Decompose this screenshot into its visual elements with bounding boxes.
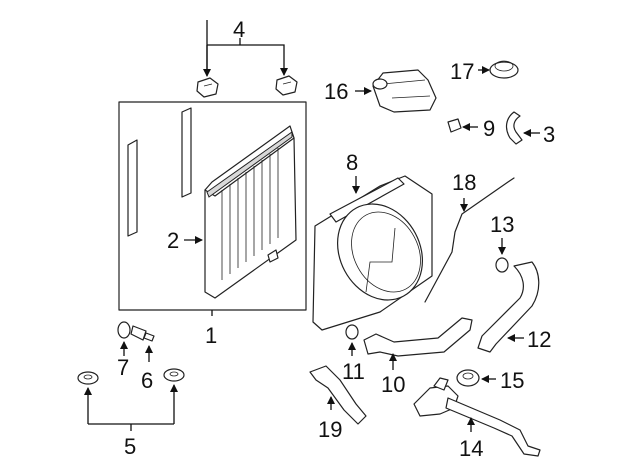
callout-4: 4: [233, 17, 245, 42]
part-7-o-ring: [117, 321, 131, 356]
callout-2: 2: [167, 228, 179, 253]
part-16-coolant-reservoir: [355, 69, 437, 113]
part-18-overflow-tube: [424, 177, 515, 303]
callout-3: 3: [543, 122, 555, 147]
part-13-clamp: [495, 238, 509, 273]
callout-1: 1: [205, 323, 217, 348]
part-6-bolt: [130, 325, 155, 362]
part-1-radiator: [118, 101, 307, 316]
callout-8: 8: [346, 150, 358, 175]
callout-11: 11: [342, 359, 365, 384]
part-19-bypass-hose: [309, 365, 367, 425]
part-15-thermostat: [456, 369, 496, 387]
callout-6: 6: [141, 368, 153, 393]
callout-18: 18: [452, 170, 476, 195]
callout-14: 14: [459, 436, 483, 461]
callout-10: 10: [381, 372, 405, 397]
part-3-hose: [505, 111, 540, 145]
callout-5: 5: [124, 434, 136, 459]
callout-7: 7: [117, 355, 129, 380]
callout-9: 9: [483, 116, 495, 141]
part-5-grommets: [77, 368, 185, 431]
part-8-fan-shroud: [312, 175, 433, 331]
part-17-reservoir-cap: [478, 60, 519, 79]
part-10-upper-hose: [363, 317, 473, 370]
part-4-radiator-insulators: [196, 20, 298, 98]
callout-15: 15: [500, 368, 524, 393]
part-9-bracket: [447, 118, 478, 133]
callout-19: 19: [318, 417, 342, 442]
part-14-water-outlet-pipe: [413, 377, 541, 457]
part-11-clamp: [345, 324, 359, 356]
callout-13: 13: [490, 212, 514, 237]
callout-12: 12: [527, 327, 551, 352]
callout-16: 16: [324, 79, 348, 104]
callout-17: 17: [450, 59, 474, 84]
part-12-lower-hose: [477, 261, 540, 353]
